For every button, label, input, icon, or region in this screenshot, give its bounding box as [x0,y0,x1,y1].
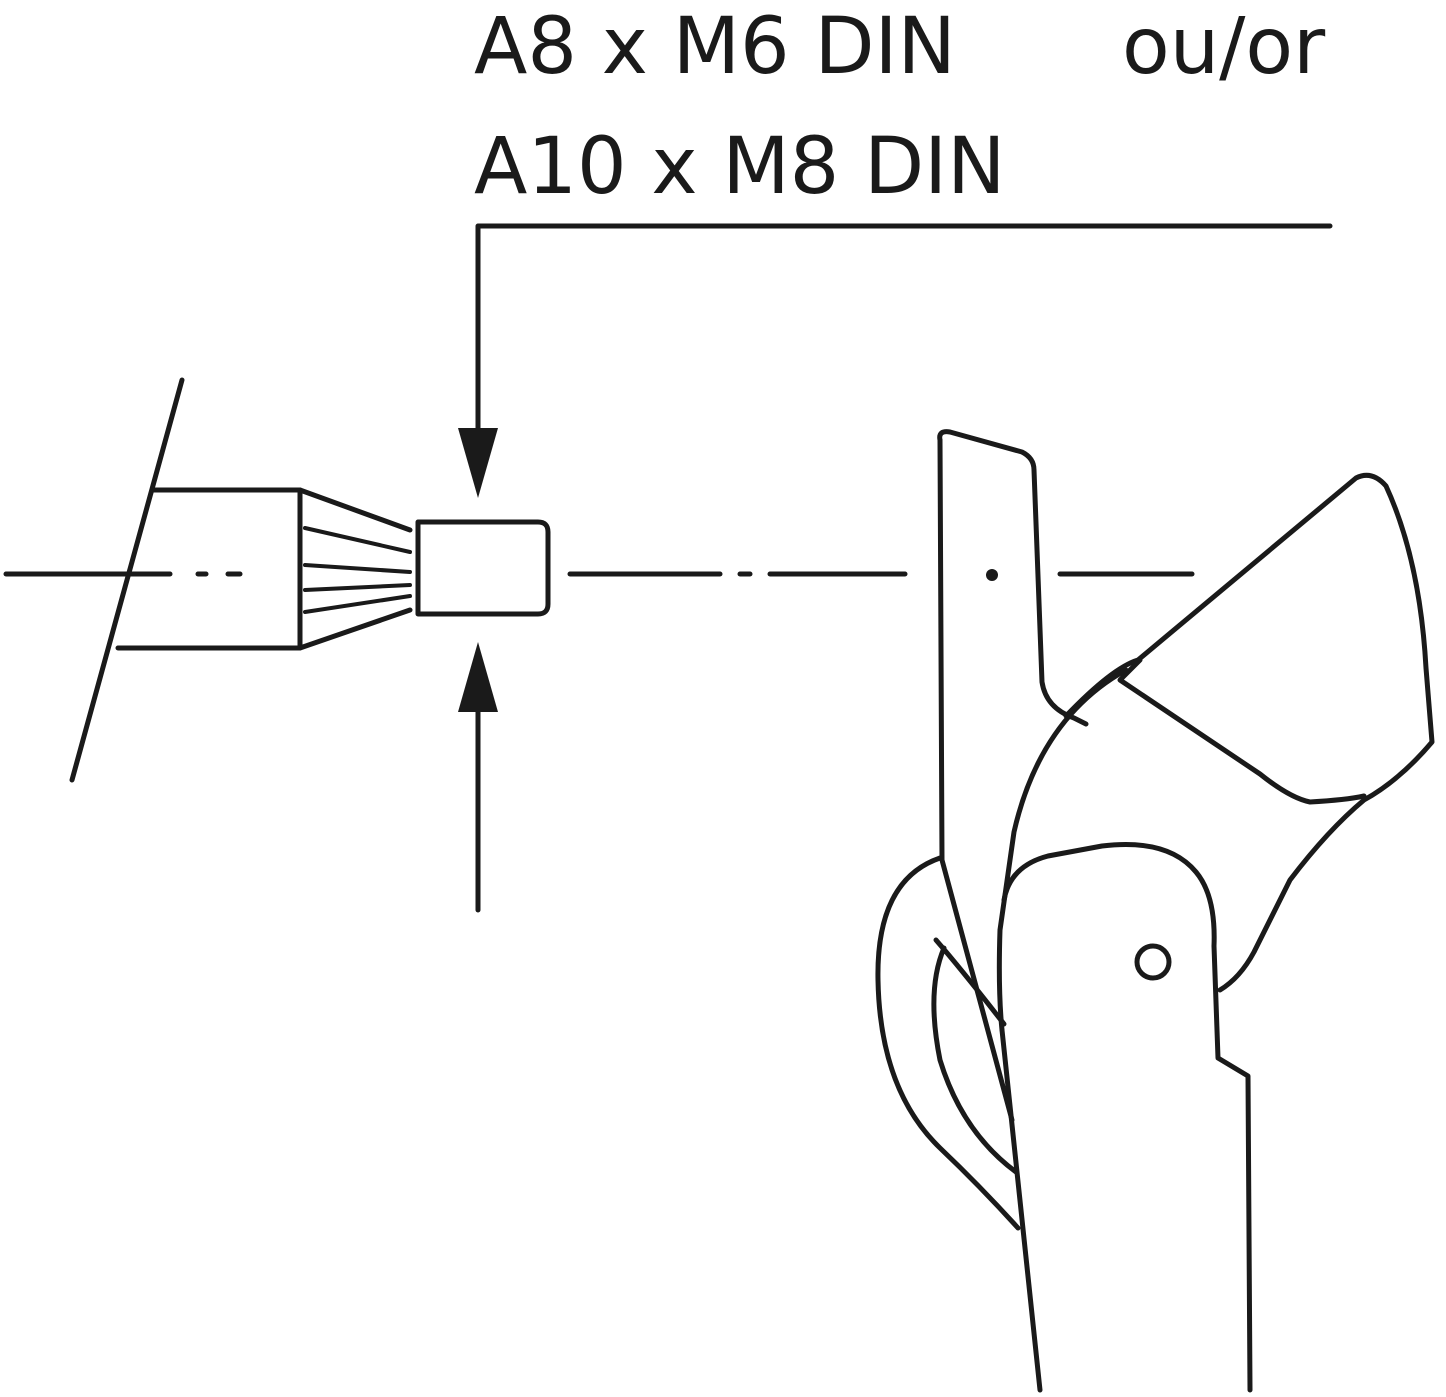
center-axis-line [3,569,1195,581]
dimension-arrow-bottom [458,642,498,913]
leader-line [458,223,1333,498]
spec-label-a8-m6: A8 x M6 DIN [474,2,956,92]
spec-label-a10-m8: A10 x M8 DIN [474,122,1006,212]
cable-terminal [69,377,551,783]
crimping-tool [875,429,1435,1393]
alternative-label: ou/or [1122,2,1326,92]
